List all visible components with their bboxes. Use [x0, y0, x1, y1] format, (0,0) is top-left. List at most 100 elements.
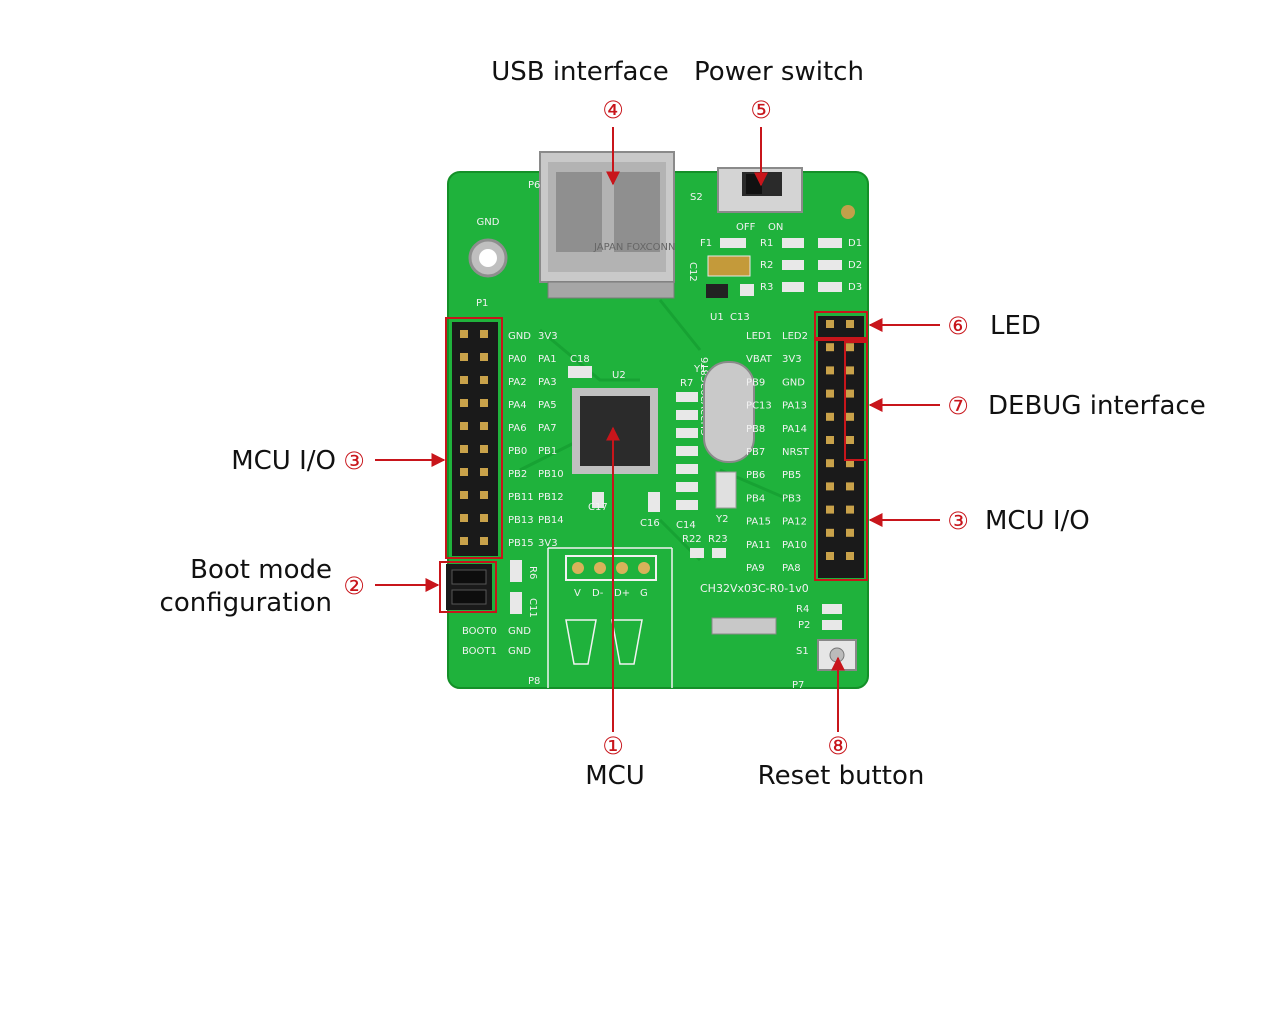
pin-label: PA7	[538, 423, 557, 434]
pin-label: PB9	[746, 377, 765, 388]
pin-label: PB12	[538, 492, 564, 503]
pin-label: PA0	[508, 354, 527, 365]
pin-label: LED1	[746, 331, 772, 342]
c16-ref: C16	[640, 518, 660, 529]
header-pin	[480, 491, 488, 499]
reset-callout-label: Reset button	[758, 761, 925, 791]
pin-label: PA5	[538, 400, 557, 411]
p1-label: P1	[476, 298, 488, 309]
d1-ref: D1	[848, 238, 862, 249]
header-pin	[826, 482, 834, 491]
pin-label: PA2	[508, 377, 527, 388]
header-pin	[846, 482, 854, 491]
header-pin	[826, 389, 834, 398]
boot1-label: BOOT1	[462, 646, 497, 657]
header-pin	[846, 505, 854, 514]
r3-ref: R3	[760, 282, 773, 293]
crystal-ref: Y1	[693, 364, 706, 375]
pin-label: PA9	[746, 563, 765, 574]
header-p2	[818, 316, 864, 578]
p7-label: P7	[792, 680, 804, 691]
c13-ref: C13	[730, 312, 750, 323]
header-pin	[460, 422, 468, 430]
boot-gnd-1: GND	[508, 626, 531, 637]
boot-callout-line2: configuration	[160, 588, 332, 618]
pin-label: PA4	[508, 400, 527, 411]
pin-label: PA3	[538, 377, 557, 388]
header-pin	[826, 552, 834, 560]
header-pin	[460, 376, 468, 384]
pin-label: PB4	[746, 493, 765, 504]
header-pin	[460, 330, 468, 338]
pin-label: PA15	[746, 517, 771, 528]
highlight-led	[814, 311, 868, 339]
header-pin	[460, 491, 468, 499]
pin-label: PB10	[538, 469, 564, 480]
board-mark: CH32Vx03C-R0-1v0	[700, 582, 809, 595]
r22-ref: R22	[682, 534, 702, 545]
header-pin	[460, 514, 468, 522]
usb-callout-label: USB interface	[491, 57, 669, 87]
header-pin	[846, 436, 854, 444]
mcu-callout-label: MCU	[585, 761, 645, 791]
header-pin	[846, 412, 854, 421]
led-callout-label: LED	[990, 311, 1041, 341]
header-pin	[480, 399, 488, 407]
pin-label: PA10	[782, 540, 807, 551]
power-led-area: F1 C12 U1 C13 R1 R2 R3 D1 D2 D3	[687, 238, 862, 323]
header-pin	[846, 528, 854, 537]
boot-callout-number: ②	[343, 572, 365, 600]
pin-label: PB1	[538, 446, 557, 457]
header-pin	[826, 343, 834, 352]
switch-on-label: ON	[768, 222, 783, 233]
pin-label: PA1	[538, 354, 557, 365]
c18-ref: C18	[570, 354, 590, 365]
crystal: Y1 Y2 R7 C17 C16 C14 R22 R23	[588, 361, 755, 558]
pin-label: PB14	[538, 515, 564, 526]
pin-label: LED2	[782, 331, 808, 342]
pin-label: PB11	[508, 492, 534, 503]
header-pin	[846, 389, 854, 398]
debug-callout-label: DEBUG interface	[988, 391, 1206, 421]
pin-label: 3V3	[538, 538, 558, 549]
pin-label: 3V3	[538, 331, 558, 342]
r1-ref: R1	[760, 238, 773, 249]
header-pin	[826, 459, 834, 468]
boot-gnd-2: GND	[508, 646, 531, 657]
c17-ref: C17	[588, 502, 608, 513]
header-pin	[480, 537, 488, 545]
header-pin	[826, 528, 834, 537]
usb-pin-header: V D- D+ G P8	[528, 547, 673, 688]
header-pin	[460, 399, 468, 407]
c11-ref: R4	[796, 604, 809, 615]
io-left-callout-number: ③	[343, 447, 365, 475]
fuse-ref: F1	[700, 238, 712, 249]
d3-ref: D3	[848, 282, 862, 293]
highlight-boxes	[439, 311, 868, 613]
usb-brand: JAPAN FOXCONN	[593, 242, 675, 253]
pin-label: PB8	[746, 424, 765, 435]
boot-jumpers: R6 C11 BOOT0 BOOT1 GND GND	[446, 560, 538, 657]
usb-connector: JAPAN FOXCONN P6	[528, 151, 675, 299]
power-callout-label: Power switch	[694, 57, 864, 87]
header-pin	[480, 468, 488, 476]
header-pin	[846, 366, 854, 375]
usb-pin-v: V	[574, 588, 581, 599]
pin-label: PA12	[782, 517, 807, 528]
header-pin	[480, 422, 488, 430]
header-pin	[826, 320, 834, 328]
pin-label: PB15	[508, 538, 534, 549]
highlight-right-io	[814, 339, 868, 581]
header-pin	[460, 353, 468, 361]
pin-label: PB7	[746, 447, 765, 458]
power-callout-number: ⑤	[750, 96, 772, 124]
r6-ref: C11	[527, 598, 538, 618]
led-callout-number: ⑥	[947, 312, 969, 340]
r7-ref: R7	[680, 378, 693, 389]
reset-ref: S1	[796, 646, 809, 657]
pin-label: PB3	[782, 493, 801, 504]
y2-ref: Y2	[715, 514, 728, 525]
pin-label: PA6	[508, 423, 527, 434]
io-right-callout-number: ③	[947, 507, 969, 535]
